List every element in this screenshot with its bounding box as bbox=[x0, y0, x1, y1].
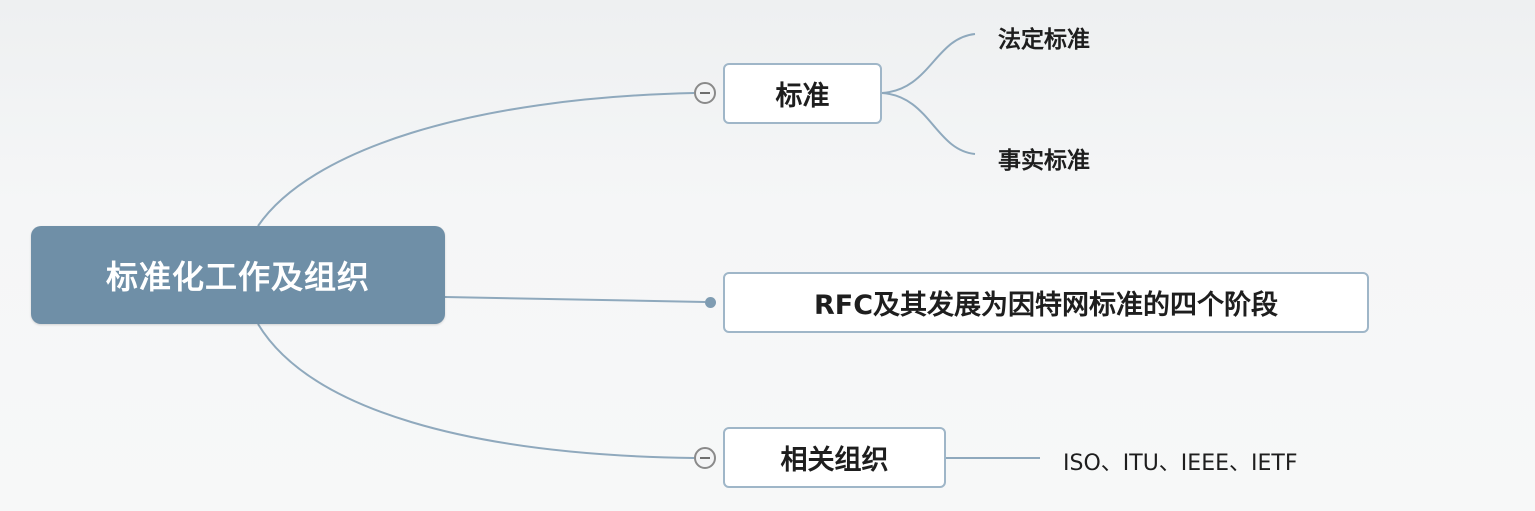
connector-dot-icon bbox=[705, 297, 716, 308]
subtopic-organization-list[interactable]: ISO、ITU、IEEE、IETF bbox=[1063, 451, 1298, 476]
connector-standard-legal bbox=[881, 33, 976, 94]
collapse-minus-icon[interactable] bbox=[694, 82, 716, 104]
connector-root-organizations bbox=[257, 323, 695, 459]
connector-root-standard bbox=[257, 92, 695, 227]
topic-rfc-stages[interactable]: RFC及其发展为因特网标准的四个阶段 bbox=[723, 272, 1369, 333]
topic-standard[interactable]: 标准 bbox=[723, 63, 882, 124]
collapse-minus-icon[interactable] bbox=[694, 447, 716, 469]
root-topic[interactable]: 标准化工作及组织 bbox=[31, 226, 445, 324]
connector-root-rfc bbox=[444, 296, 706, 303]
connector-standard-fact bbox=[881, 92, 976, 155]
topic-related-organizations[interactable]: 相关组织 bbox=[723, 427, 946, 488]
subtopic-de-facto-standard[interactable]: 事实标准 bbox=[998, 148, 1090, 174]
subtopic-legal-standard[interactable]: 法定标准 bbox=[998, 27, 1090, 53]
